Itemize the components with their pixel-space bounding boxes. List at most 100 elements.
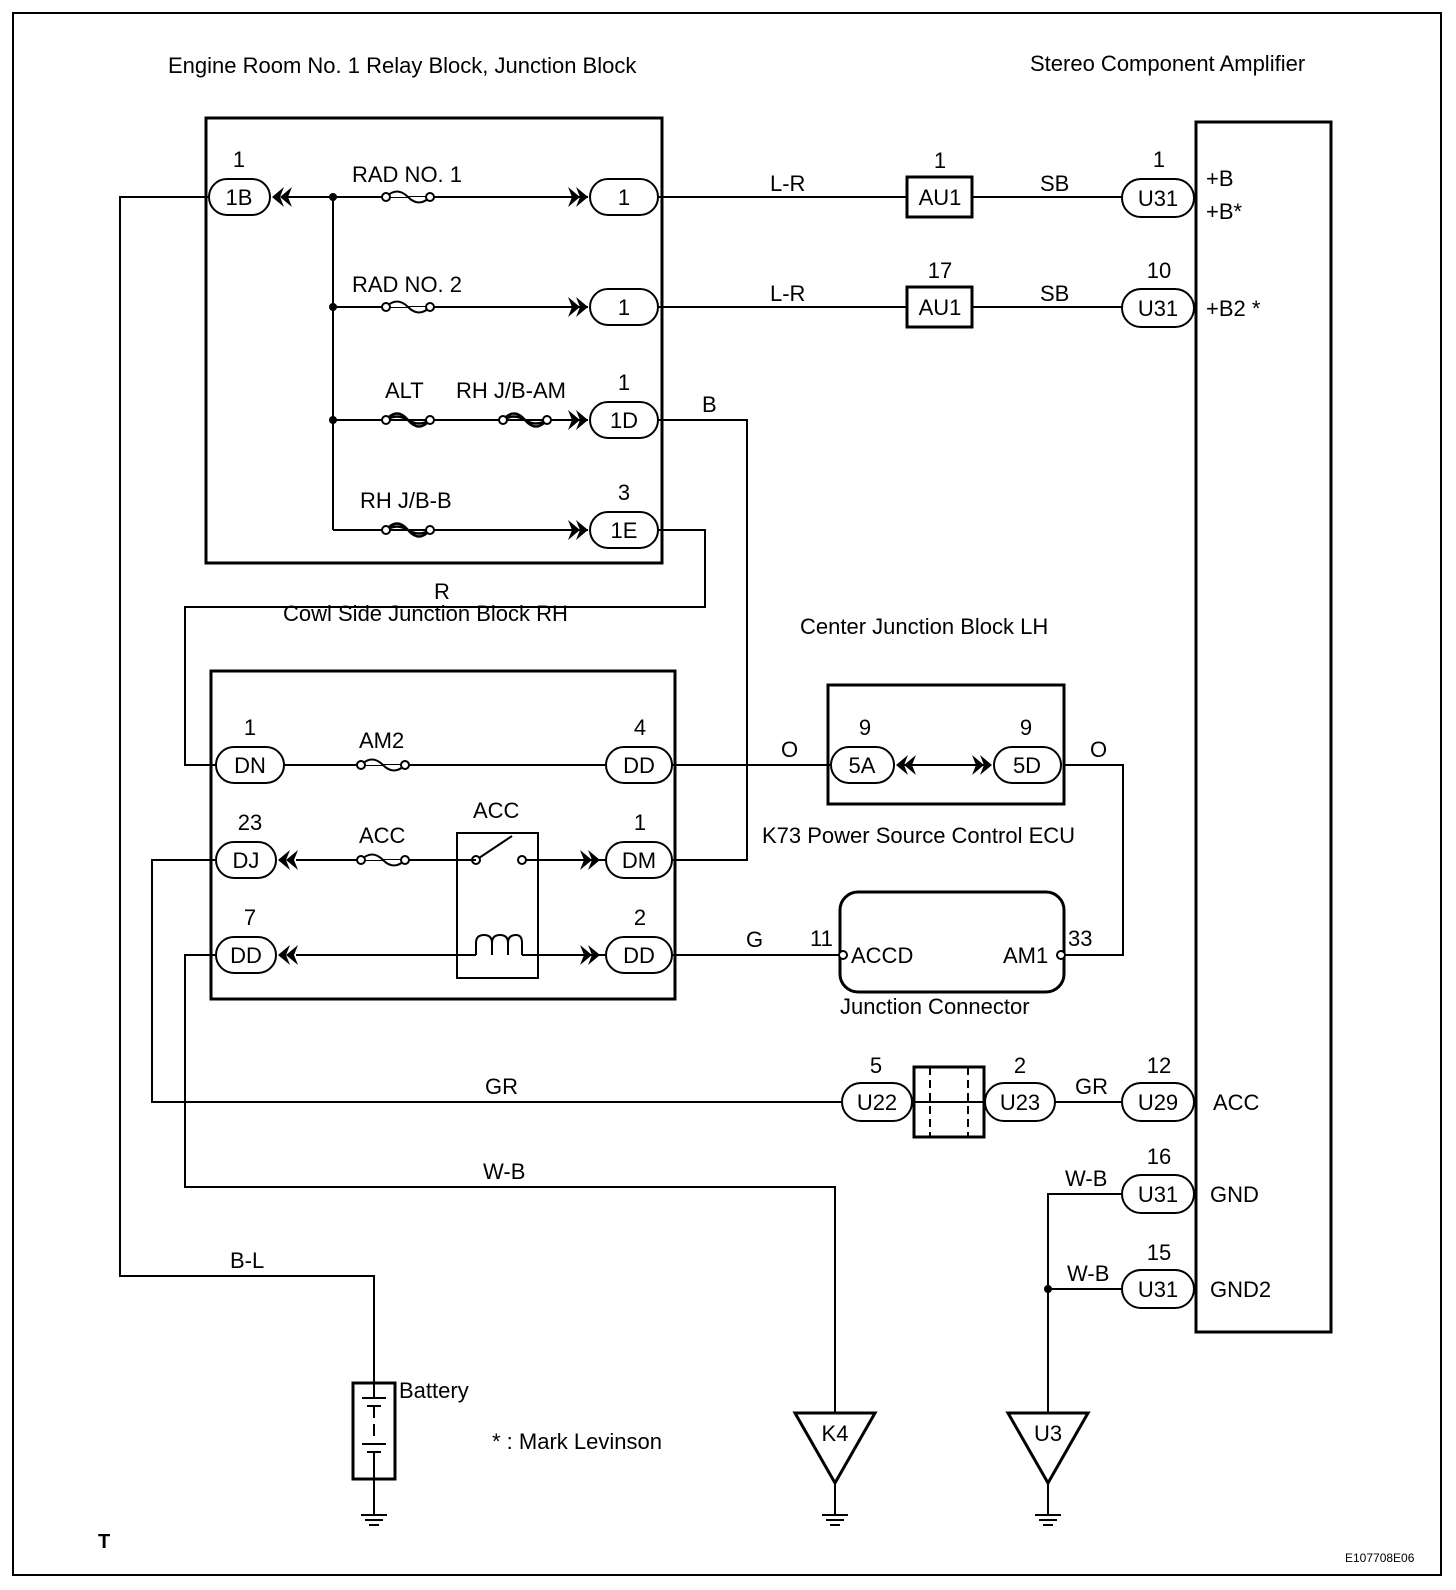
connector-u29 [1121, 1082, 1195, 1122]
wire-wb-1 [184, 954, 836, 1413]
outer-frame [12, 12, 1442, 1576]
amp-terminal-b: +B [1206, 166, 1234, 191]
fuse-alt-label: ALT [385, 378, 424, 403]
battery-label: Battery [399, 1378, 469, 1403]
pin-u31-d: 15 [1147, 1240, 1171, 1265]
wire-label-gr-1: GR [485, 1074, 518, 1099]
connector-dd7 [215, 936, 277, 974]
connector-dd2 [605, 936, 673, 974]
wire-label-sb-1: SB [1040, 171, 1069, 196]
pin-au1-b: 17 [928, 258, 952, 283]
connector-u31-b [1121, 288, 1195, 328]
chevron-icon [568, 410, 588, 430]
chevron-icon [568, 187, 588, 207]
connector-dn-label: DN [234, 753, 266, 778]
wire-label-wb-3: W-B [1067, 1261, 1109, 1286]
amp-terminal-bstar: +B* [1206, 199, 1243, 224]
connector-1e [589, 511, 659, 549]
fuse-rhjb-b-label: RH J/B-B [360, 488, 452, 513]
connector-u22 [841, 1082, 913, 1122]
relay-internal [457, 859, 538, 956]
connector-u31-b-label: U31 [1138, 296, 1178, 321]
pin-u23: 2 [1014, 1053, 1026, 1078]
wire-label-wb-1: W-B [483, 1159, 525, 1184]
ground-icon [361, 1514, 387, 1526]
corner-mark: T [98, 1531, 110, 1553]
wire-bl [119, 196, 375, 1383]
pin-5d: 9 [1020, 715, 1032, 740]
connector-u29-label: U29 [1138, 1090, 1178, 1115]
fuse-am2-label: AM2 [359, 728, 404, 753]
pin-1b: 1 [233, 147, 245, 172]
acc-relay-label: ACC [473, 798, 520, 823]
connector-u31-a-label: U31 [1138, 186, 1178, 211]
amplifier-title: Stereo Component Amplifier [1030, 51, 1305, 76]
pin-1d: 1 [618, 370, 630, 395]
wire-label-b: B [702, 392, 717, 417]
pin-u22: 5 [870, 1053, 882, 1078]
connector-dn [215, 746, 285, 784]
amp-terminal-gnd2: GND2 [1210, 1277, 1271, 1302]
connector-dd4 [605, 746, 673, 784]
fuse-acc-label: ACC [359, 823, 406, 848]
ecu-title: K73 Power Source Control ECU [762, 823, 1075, 848]
fuse-rad2-label: RAD NO. 2 [352, 272, 462, 297]
wire-label-o-1: O [781, 737, 798, 762]
wire-o-2 [1061, 764, 1124, 956]
chevron-icon [580, 850, 600, 870]
cowl-side-block [209, 669, 677, 1001]
pin-dn: 1 [244, 715, 256, 740]
wire-label-lr-2: L-R [770, 281, 805, 306]
junction-connector-dividers [929, 1067, 969, 1137]
pin-au1-a: 1 [934, 148, 946, 173]
wire-label-gr-2: GR [1075, 1074, 1108, 1099]
pin-u31-a: 1 [1153, 147, 1165, 172]
pin-dm: 1 [634, 810, 646, 835]
amplifier-block [1194, 120, 1333, 1334]
wire-label-o-2: O [1090, 737, 1107, 762]
fuse-rad1 [381, 190, 435, 204]
fuse-rad1-label: RAD NO. 1 [352, 162, 462, 187]
ecu-am1-label: AM1 [1003, 943, 1048, 968]
pin-dd4: 4 [634, 715, 646, 740]
engine-room-block [204, 116, 664, 565]
amp-terminal-acc: ACC [1213, 1090, 1260, 1115]
ground-u3-label: U3 [1034, 1421, 1062, 1446]
battery-cells [362, 1383, 386, 1479]
fuse-alt [381, 412, 435, 428]
chevron-icon [896, 755, 916, 775]
connector-5d-label: 5D [1013, 753, 1041, 778]
connector-5a [830, 746, 895, 784]
figure-code: E107708E06 [1345, 1551, 1415, 1565]
connector-1-rad2 [589, 288, 659, 326]
junction-dot [1044, 1285, 1052, 1293]
engine-room-bus [285, 196, 588, 531]
ecu-block [838, 890, 1066, 994]
connector-u31-c [1121, 1174, 1195, 1214]
fuse-rhjb-b [381, 522, 435, 538]
amp-terminal-b2: +B2 * [1206, 296, 1261, 321]
chevron-icon [568, 297, 588, 317]
fuse-am2 [356, 758, 410, 772]
wire-gr-1 [151, 859, 842, 1103]
wire-wb-gnd [1047, 1193, 1122, 1413]
junction-connector-title: Junction Connector [840, 994, 1030, 1019]
ground-point-u3 [1005, 1411, 1091, 1487]
ecu-am1-pin: 33 [1068, 926, 1092, 951]
pin-dd7: 7 [244, 905, 256, 930]
wire-label-g: G [746, 927, 763, 952]
connector-u22-label: U22 [857, 1090, 897, 1115]
connector-u23 [984, 1082, 1056, 1122]
connector-dj-label: DJ [233, 848, 260, 873]
connector-dd7-label: DD [230, 943, 262, 968]
junction-dot [329, 193, 337, 201]
connector-u31-c-label: U31 [1138, 1182, 1178, 1207]
ecu-terminal-am1 [1056, 950, 1066, 960]
wire-label-lr-1: L-R [770, 171, 805, 196]
connector-dd2-label: DD [623, 943, 655, 968]
connector-1d [589, 401, 659, 439]
connector-1-rad1-label: 1 [618, 185, 630, 210]
center-jb-block [826, 683, 1066, 806]
pin-1e: 3 [618, 480, 630, 505]
